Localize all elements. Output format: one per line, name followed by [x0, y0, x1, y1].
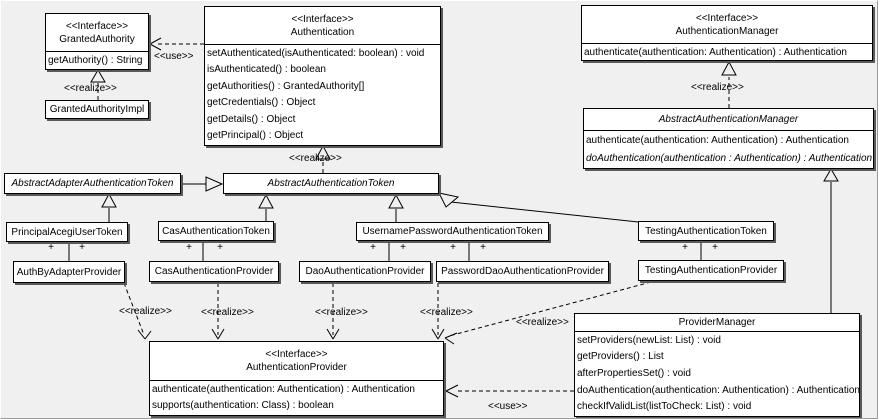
- class-name: AuthByAdapterProvider: [16, 266, 122, 278]
- class-name: AuthenticationManager: [675, 25, 779, 37]
- generalization-testing-token: [438, 192, 639, 223]
- method-signature: afterPropertiesSet() : void: [577, 367, 691, 379]
- realize-edge-label: <<realize>>: [201, 307, 254, 318]
- class-name: AbstractAuthenticationManager: [658, 114, 799, 125]
- generalization-usernamepassword-token: [388, 193, 404, 222]
- use-authentication-granted-authority-edge: [149, 37, 204, 51]
- class-name: AuthenticationProvider: [246, 362, 347, 373]
- method-signature: setProviders(newList: List) : void: [577, 334, 721, 346]
- class-password-dao-authentication-provider: PasswordDaoAuthenticationProvider: [436, 261, 609, 282]
- method-signature: getPrincipal() : Object: [207, 130, 304, 142]
- realize-edge-label: <<realize>>: [691, 82, 744, 93]
- method-signature: checkIfValidList(listToCheck: List) : vo…: [577, 401, 752, 413]
- class-name: Authentication: [290, 26, 355, 38]
- class-name: CasAuthenticationProvider: [154, 266, 274, 277]
- class-name: UsernamePasswordAuthenticationToken: [362, 226, 543, 237]
- class-name: PasswordDaoAuthenticationProvider: [441, 266, 604, 277]
- class-header: <<Interface>> GrantedAuthority: [46, 14, 148, 52]
- class-granted-authority: <<Interface>> GrantedAuthority getAuthor…: [45, 13, 149, 70]
- class-header: <<Interface>> AuthenticationProvider: [150, 342, 443, 381]
- class-name: GrantedAuthorityImpl: [49, 104, 145, 115]
- class-header: <<Interface>> AuthenticationManager: [582, 6, 872, 44]
- multiplicity-label: +: [682, 242, 688, 253]
- multiplicity-label: +: [186, 242, 192, 253]
- class-header: AbstractAuthenticationManager: [584, 109, 873, 131]
- multiplicity-label: +: [79, 242, 85, 253]
- realize-edge-label: <<realize>>: [420, 307, 473, 318]
- multiplicity-label: +: [217, 242, 223, 253]
- stereotype-label: <<Interface>>: [291, 13, 354, 25]
- use-edge-label: <<use>>: [488, 401, 528, 412]
- use-edge-label: <<use>>: [154, 51, 194, 62]
- realize-edge-label: <<realize>>: [64, 83, 117, 94]
- generalization-provider-manager: [823, 168, 839, 313]
- generalization-adapter-token-to-abstract-token: [181, 176, 224, 192]
- class-auth-by-adapter-provider: AuthByAdapterProvider: [13, 261, 125, 283]
- method-signature: setAuthenticated(isAuthenticated: boolea…: [207, 47, 425, 59]
- multiplicity-label: +: [712, 242, 718, 253]
- method-signature: getAuthority() : String: [48, 55, 143, 66]
- class-principal-acegi-user-token: PrincipalAcegiUserToken: [6, 222, 128, 242]
- multiplicity-label: +: [370, 242, 376, 253]
- class-username-password-authentication-token: UsernamePasswordAuthenticationToken: [356, 222, 549, 241]
- class-name: DaoAuthenticationProvider: [305, 266, 425, 277]
- class-name: CasAuthenticationToken: [162, 225, 270, 237]
- realize-edge-label: <<realize>>: [315, 307, 368, 318]
- generalization-cas-token: [258, 193, 274, 221]
- method-signature: authenticate(authentication: Authenticat…: [584, 46, 847, 58]
- method-signature: doAuthentication(authentication: Authent…: [577, 384, 859, 396]
- class-dao-authentication-provider: DaoAuthenticationProvider: [299, 261, 431, 282]
- association-edges: [68, 241, 702, 261]
- method-signature: getAuthorities() : GrantedAuthority[]: [207, 80, 365, 92]
- class-testing-authentication-token: TestingAuthenticationToken: [638, 221, 774, 241]
- class-authentication: <<Interface>> Authentication setAuthenti…: [204, 6, 441, 146]
- class-header: ProviderManager: [575, 314, 859, 332]
- class-name: AbstractAuthenticationToken: [267, 178, 395, 189]
- method-signature: doAuthentication(authentication : Authen…: [586, 153, 873, 165]
- realize-edge-label: <<realize>>: [516, 317, 569, 328]
- realize-edge-label: <<realize>>: [289, 153, 342, 164]
- method-signature: supports(authentication: Class) : boolea…: [152, 400, 334, 412]
- method-signature: getCredentials() : Object: [207, 97, 316, 109]
- generalization-principal-to-adapter-token: [101, 192, 117, 222]
- method-signature: isAuthenticated() : boolean: [207, 64, 326, 76]
- method-signature: getDetails() : Object: [207, 113, 296, 125]
- class-name: AbstractAdapterAuthenticationToken: [11, 178, 174, 189]
- multiplicity-label: +: [48, 242, 54, 253]
- class-cas-authentication-provider: CasAuthenticationProvider: [149, 261, 279, 282]
- realize-edge-label: <<realize>>: [119, 306, 172, 317]
- method-signature: authenticate(authentication: Authenticat…: [152, 383, 415, 395]
- method-signature: authenticate(authentication: Authenticat…: [586, 134, 849, 146]
- method-signature: getProviders() : List: [577, 351, 664, 363]
- class-name: PrincipalAcegiUserToken: [11, 226, 123, 238]
- stereotype-label: <<Interface>>: [65, 20, 129, 32]
- class-authentication-manager: <<Interface>> AuthenticationManager auth…: [581, 5, 873, 61]
- use-provider-manager-edge: [445, 384, 574, 398]
- class-granted-authority-impl: GrantedAuthorityImpl: [45, 100, 149, 119]
- class-testing-authentication-provider: TestingAuthenticationProvider: [638, 260, 784, 281]
- class-authentication-provider: <<Interface>> AuthenticationProvider aut…: [149, 341, 444, 416]
- class-cas-authentication-token: CasAuthenticationToken: [158, 221, 274, 241]
- multiplicity-label: +: [450, 242, 456, 253]
- class-abstract-authentication-token: AbstractAuthenticationToken: [223, 173, 439, 194]
- stereotype-label: <<Interface>>: [695, 12, 759, 24]
- class-abstract-adapter-authentication-token: AbstractAdapterAuthenticationToken: [4, 173, 181, 194]
- class-provider-manager: ProviderManager setProviders(newList: Li…: [574, 313, 860, 417]
- class-name: TestingAuthenticationProvider: [644, 265, 778, 276]
- class-name: ProviderManager: [678, 317, 756, 328]
- class-name: GrantedAuthority: [59, 33, 135, 45]
- stereotype-label: <<Interface>>: [265, 349, 328, 360]
- class-abstract-authentication-manager: AbstractAuthenticationManager authentica…: [583, 108, 874, 169]
- multiplicity-label: +: [400, 242, 406, 253]
- class-name: TestingAuthenticationToken: [645, 225, 767, 237]
- class-header: <<Interface>> Authentication: [205, 7, 440, 45]
- multiplicity-label: +: [480, 242, 486, 253]
